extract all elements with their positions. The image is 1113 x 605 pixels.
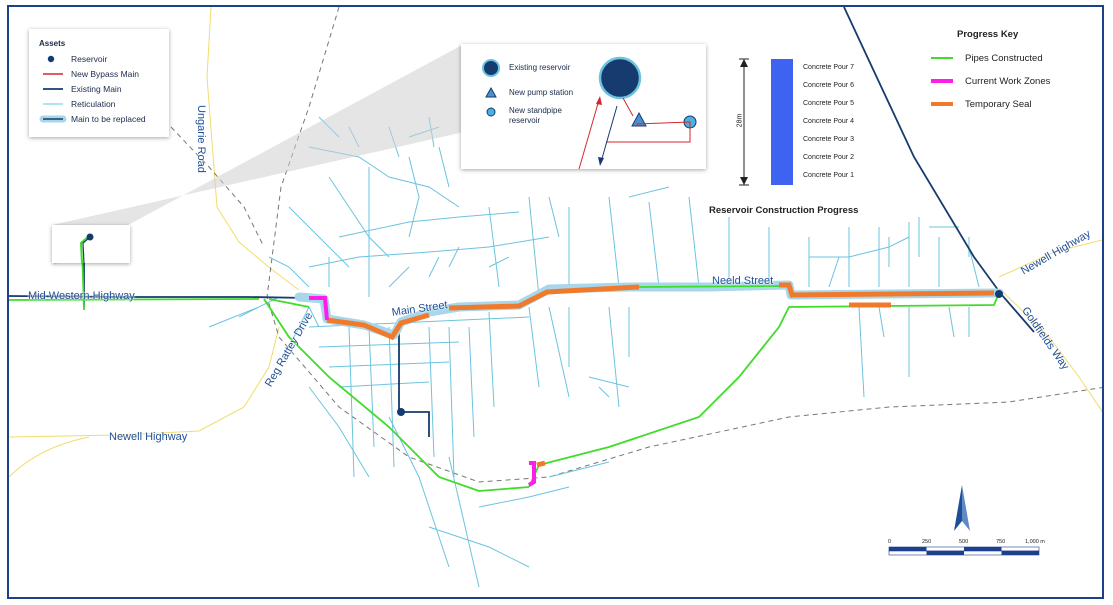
reservoir-inset: Existing reservoir New pump station New … <box>461 44 706 169</box>
railway-lines <box>170 7 1102 483</box>
construction-title: Reservoir Construction Progress <box>709 205 859 216</box>
road-label-neeld: Neeld Street <box>712 275 774 287</box>
current-work-zones <box>309 296 536 487</box>
road-label-mid-western: Mid Western Highway <box>28 290 135 302</box>
height-label: 28m <box>736 113 744 128</box>
map-canvas[interactable] <box>9 7 1104 599</box>
scale-tick-250: 250 <box>922 539 932 545</box>
legend-item-bypass: New Bypass Main <box>43 69 140 79</box>
pour-label-4: Concrete Pour 4 <box>803 118 854 125</box>
scale-tick-1000: 1,000 m <box>1025 539 1045 545</box>
road-label-newell-west: Newell Highway <box>109 431 188 443</box>
small-inset <box>52 225 130 263</box>
pour-label-3: Concrete Pour 3 <box>803 136 854 143</box>
map-frame: Ungarie Road Mid Western Highway Main St… <box>7 5 1104 599</box>
construction-progress-graphic <box>739 58 793 186</box>
temporary-seal <box>326 282 995 468</box>
legend-item-reticulation: Reticulation <box>43 99 116 109</box>
scale-tick-500: 500 <box>959 539 969 545</box>
inset-label-pump: New pump station <box>509 88 574 97</box>
north-arrow-icon <box>954 485 970 531</box>
inset-label-standpipe: New standpipe reservoir <box>509 106 562 125</box>
pour-label-5: Concrete Pour 5 <box>803 100 854 107</box>
key-item-temp-seal: Temporary Seal <box>921 97 1032 111</box>
inset-label-existing: Existing reservoir <box>509 63 571 72</box>
scale-tick-0: 0 <box>888 539 892 545</box>
pour-label-6: Concrete Pour 6 <box>803 82 854 89</box>
assets-legend-title: Assets <box>39 39 66 48</box>
legend-item-main-replaced: Main to be replaced <box>39 114 146 124</box>
concrete-pour-bar <box>771 59 793 185</box>
pour-label-1: Concrete Pour 1 <box>803 172 854 179</box>
key-item-pipes: Pipes Constructed <box>921 51 1043 65</box>
road-label-ungarie: Ungarie Road <box>195 105 207 173</box>
reticulation-network <box>208 116 980 588</box>
pour-label-2: Concrete Pour 2 <box>803 154 854 161</box>
reservoir-south-icon[interactable] <box>397 408 405 416</box>
reservoir-east-icon[interactable] <box>995 290 1003 298</box>
pipes-constructed <box>9 238 1000 492</box>
scale-bar <box>888 546 1040 556</box>
legend-item-existing-main: Existing Main <box>43 84 122 94</box>
key-item-work-zones: Current Work Zones <box>921 74 1050 88</box>
yellow-roads <box>9 7 1102 478</box>
assets-legend: Assets Reservoir New Bypass Main Existin… <box>29 29 169 137</box>
inset-callout-cone <box>52 44 464 265</box>
progress-key-title: Progress Key <box>957 29 1019 40</box>
pour-label-7: Concrete Pour 7 <box>803 64 854 71</box>
existing-reservoir-icon <box>598 56 642 100</box>
legend-item-reservoir: Reservoir <box>39 53 107 65</box>
scale-tick-750: 750 <box>996 539 1006 545</box>
